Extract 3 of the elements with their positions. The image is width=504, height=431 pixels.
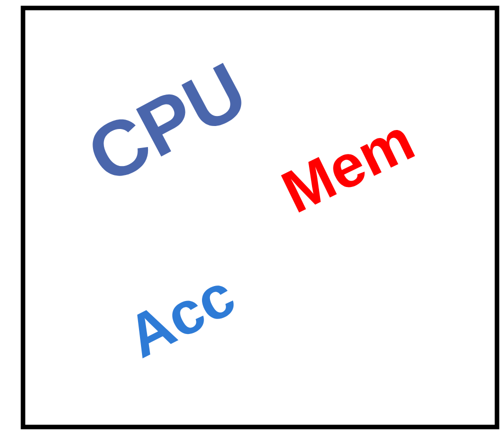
label: Acc bbox=[137, 286, 234, 358]
label: CPU bbox=[92, 62, 242, 176]
label: Mem bbox=[281, 130, 415, 212]
